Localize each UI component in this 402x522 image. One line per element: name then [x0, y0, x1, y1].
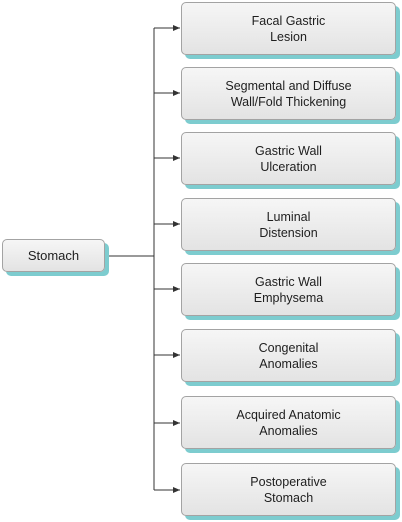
child-node-wall-emphysema: Gastric Wall Emphysema	[181, 263, 396, 316]
child-node-label: Facal Gastric Lesion	[251, 13, 326, 44]
child-node-label: Congenital Anomalies	[258, 340, 319, 371]
root-node-label: Stomach	[27, 247, 80, 263]
child-node-focal-gastric-lesion: Facal Gastric Lesion	[181, 2, 396, 55]
child-node-label: Luminal Distension	[259, 209, 318, 240]
child-node-label: Postoperative Stomach	[250, 474, 327, 505]
child-node-luminal-distension: Luminal Distension	[181, 198, 396, 251]
child-node-postoperative-stomach: Postoperative Stomach	[181, 463, 396, 516]
child-node-wall-ulceration: Gastric Wall Ulceration	[181, 132, 396, 185]
root-node-stomach: Stomach	[2, 239, 105, 272]
child-node-label: Segmental and Diffuse Wall/Fold Thickeni…	[225, 78, 352, 109]
child-node-wall-fold-thickening: Segmental and Diffuse Wall/Fold Thickeni…	[181, 67, 396, 120]
child-node-label: Gastric Wall Emphysema	[253, 274, 324, 305]
child-node-congenital-anomalies: Congenital Anomalies	[181, 329, 396, 382]
child-node-label: Acquired Anatomic Anomalies	[236, 407, 341, 438]
child-node-acquired-anatomic-anomalies: Acquired Anatomic Anomalies	[181, 396, 396, 449]
child-node-label: Gastric Wall Ulceration	[255, 143, 322, 174]
